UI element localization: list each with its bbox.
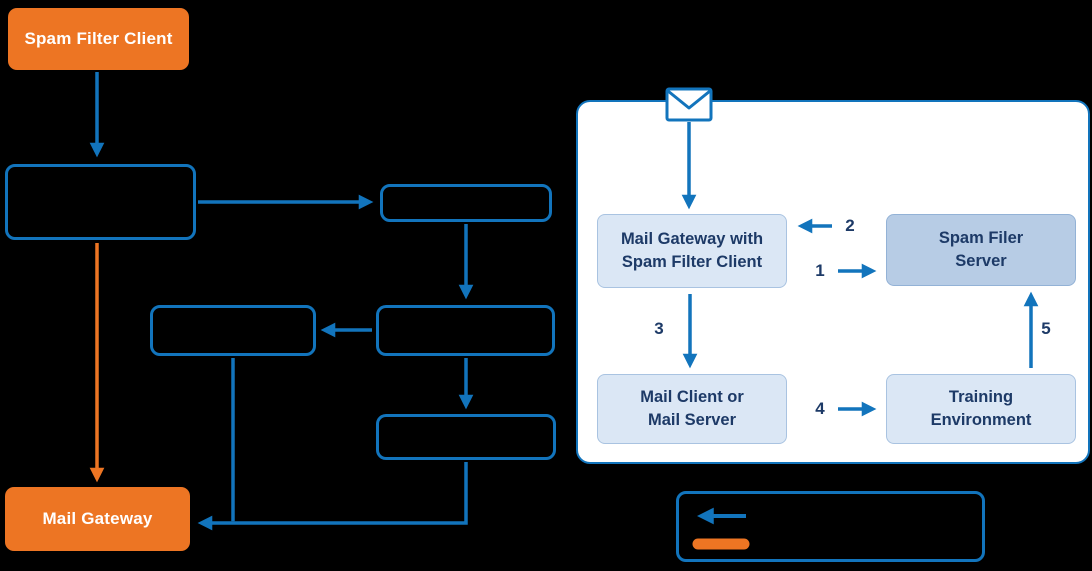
node-label-line: Environment [930, 411, 1032, 429]
node-label-line: Server [955, 252, 1007, 270]
arrow-e-to-gateway-icon [197, 462, 468, 531]
spam-filer-server-node: Spam Filer Server [886, 214, 1076, 286]
step-2-label: 2 [845, 216, 855, 235]
step-3-label: 3 [654, 319, 664, 338]
flow-node-c [376, 305, 555, 356]
node-label-line: Mail Server [647, 411, 737, 429]
spam-filter-client-node: Spam Filter Client [8, 8, 189, 70]
node-label-line: Spam Filer [938, 229, 1024, 248]
legend-box [676, 491, 985, 562]
flow-node-e [376, 414, 556, 460]
step-4-label: 4 [815, 399, 825, 418]
node-label-line: Spam Filter Client [621, 253, 763, 271]
step-1-label: 1 [815, 261, 825, 280]
node-label-line: Mail Client or [640, 388, 744, 407]
step-5-label: 5 [1041, 319, 1051, 338]
flow-node-b [380, 184, 552, 222]
node-label-line: Mail Gateway with [620, 230, 764, 249]
flow-node-d [150, 305, 316, 356]
training-environment-node: Training Environment [886, 374, 1076, 444]
mail-client-server-node: Mail Client or Mail Server [597, 374, 787, 444]
mail-gateway-client-node: Mail Gateway with Spam Filter Client [597, 214, 787, 288]
mail-gateway-node: Mail Gateway [5, 487, 190, 551]
flow-node-a [5, 164, 196, 240]
node-label-line: Training [948, 388, 1014, 407]
